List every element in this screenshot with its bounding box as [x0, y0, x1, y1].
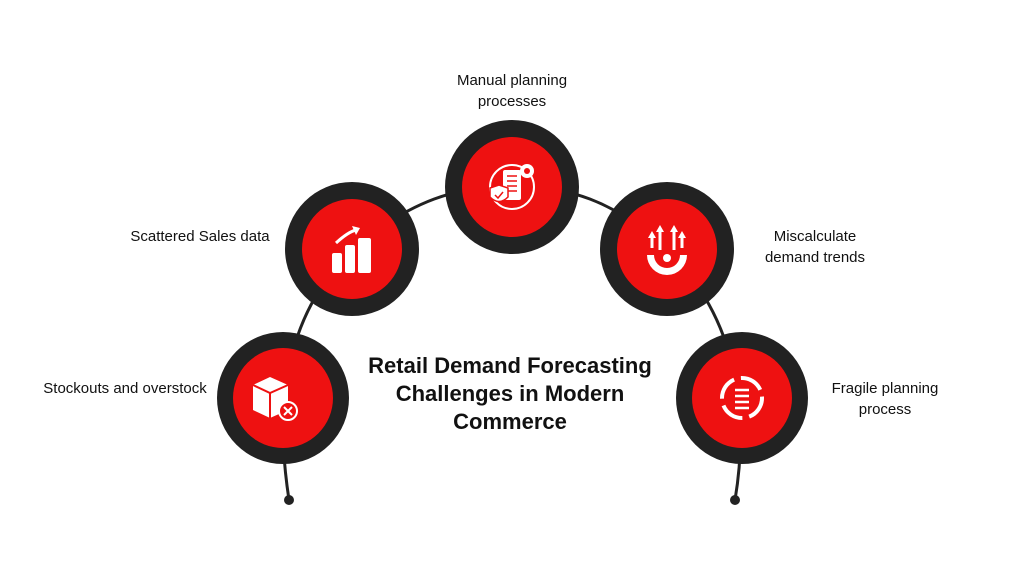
node-miscalculate: [600, 182, 734, 316]
node-manual-planning: [445, 120, 579, 254]
label-fragile: Fragile planning process: [831, 380, 939, 418]
label-stockouts: Stockouts and overstock: [43, 380, 207, 397]
gear-arrows-up-icon: [647, 225, 687, 275]
label-scattered-sales: Scattered Sales data: [130, 228, 270, 245]
label-miscalculate: Miscalculate demand trends: [764, 228, 866, 266]
end-dot-right: [730, 495, 740, 505]
node-fragile: [676, 332, 808, 464]
bar-chart-up-icon: [332, 226, 371, 273]
cycle-list-icon: [720, 376, 764, 420]
label-manual-planning: Manual planning processes: [456, 72, 568, 110]
diagram-title: Retail Demand Forecasting Challenges in …: [368, 353, 652, 434]
node-scattered-sales: [285, 182, 419, 316]
document-gear-shield-icon: [489, 164, 535, 210]
end-dot-left: [284, 495, 294, 505]
node-stockouts: [217, 332, 349, 464]
box-x-icon: [252, 377, 298, 421]
